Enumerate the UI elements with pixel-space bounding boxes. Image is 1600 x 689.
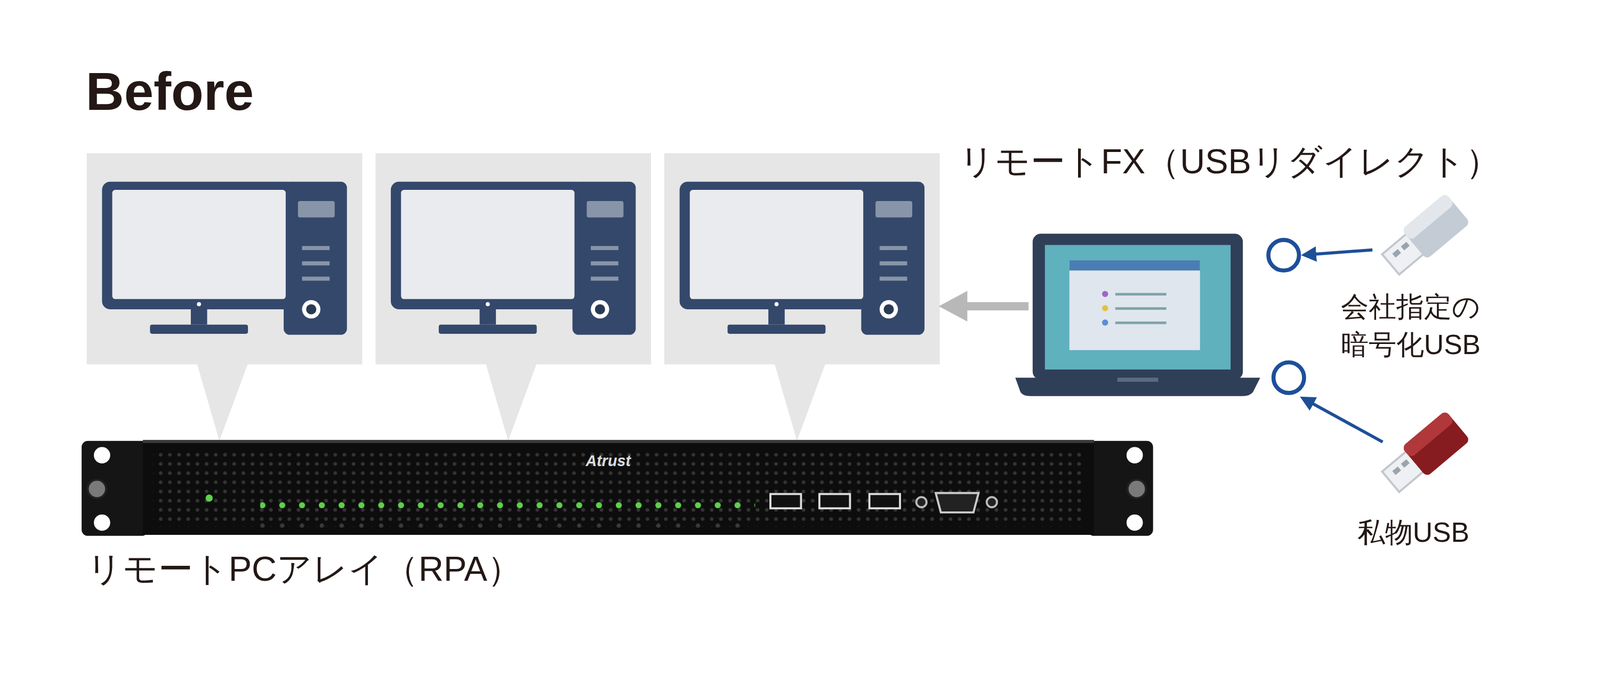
rack-hole (93, 514, 111, 532)
rack-hole (93, 446, 111, 464)
usb-plug-hole (1401, 242, 1410, 251)
private-usb-stick (1378, 410, 1471, 497)
usb-connect-arrow (1304, 250, 1373, 255)
desktop-pc (86, 153, 363, 441)
usb-body (1401, 410, 1471, 478)
vga-port (935, 492, 979, 512)
list-line (1115, 307, 1167, 310)
rack-screw (87, 479, 107, 498)
usb-connect-arrow (1302, 397, 1383, 442)
node-label: リモートFX（USBリダイレクト） (959, 141, 1501, 182)
node-label: 私物USB (1336, 513, 1490, 552)
rack-screw (1127, 479, 1146, 498)
logo-label: Atrust (585, 452, 631, 470)
usb-port-circle (1268, 239, 1299, 271)
power-led (205, 494, 213, 502)
rack-hole (1126, 446, 1144, 464)
usb-plug-hole (1401, 459, 1410, 468)
list-line (1115, 292, 1167, 296)
usb-port (770, 493, 801, 509)
app-window (1069, 260, 1201, 350)
usb-body-top (1401, 193, 1455, 241)
rack-top-edge (142, 439, 1095, 444)
usb-body (1401, 193, 1471, 260)
laptop-notch (1117, 377, 1159, 382)
list-bullet (1102, 304, 1108, 311)
list-bullet (1102, 319, 1108, 326)
desktop-pc (664, 153, 940, 441)
laptop-base (1015, 377, 1260, 396)
vent-holes (153, 448, 1082, 527)
usb-port (869, 493, 900, 509)
diagram-node: リモートFX（USBリダイレクト） (1015, 229, 1305, 399)
status-leds (260, 497, 755, 509)
rack-ear (81, 440, 148, 536)
diagram-title: Before (85, 65, 254, 119)
diagram-node: 会社指定の 暗号化USB (1372, 195, 1475, 286)
diagram-node: 私物USB (1382, 413, 1465, 495)
list-bullet (1102, 291, 1108, 297)
window-titlebar (1069, 260, 1201, 271)
encrypted-usb-stick (1378, 193, 1471, 280)
node-label: 会社指定の 暗号化USB (1336, 287, 1485, 364)
usb-port-circle (1273, 362, 1305, 393)
redirect-arrowhead (938, 291, 968, 322)
usb-plug-hole (1392, 248, 1401, 258)
rack-ear (1087, 440, 1153, 536)
vga-screw (916, 496, 927, 508)
usb-body-top (1401, 410, 1455, 458)
laptop-lid (1032, 233, 1243, 380)
redirect-arrow (963, 302, 1029, 311)
rack-hole (1126, 514, 1144, 532)
port-leds (260, 517, 755, 528)
usb-plug-hole (1392, 466, 1401, 476)
usb-port (819, 493, 850, 509)
desktop-pc (375, 153, 651, 441)
list-line (1115, 321, 1167, 325)
rack-front (142, 439, 1095, 535)
vga-screw (986, 496, 998, 508)
node-label: リモートPCアレイ（RPA） (86, 549, 522, 590)
laptop-screen (1044, 244, 1231, 369)
